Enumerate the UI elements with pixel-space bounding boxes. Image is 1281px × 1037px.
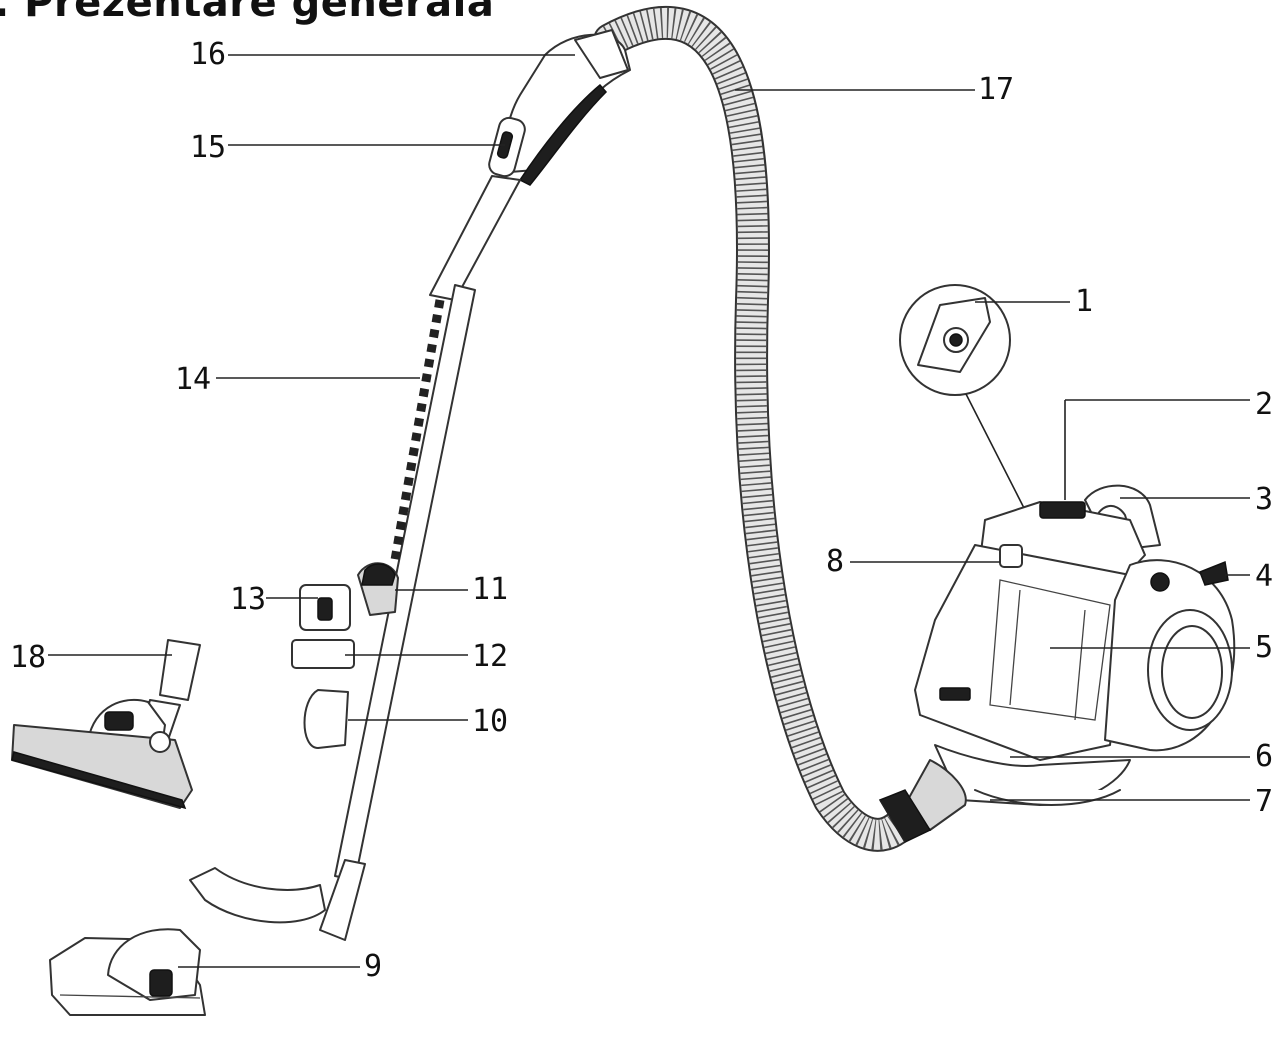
vacuum-main-body [878,284,1236,843]
callout-17: 17 [978,72,1015,107]
callout-5: 5 [1255,630,1274,665]
page-title: . Prezentare generală [0,0,495,26]
callout-13: 13 [230,582,267,617]
callout-10: 10 [472,704,509,739]
callout-18: 18 [10,640,47,675]
handle [488,29,631,186]
callout-11: 11 [472,572,509,607]
floor-nozzle [49,928,206,1016]
callout-14: 14 [175,362,212,397]
callout-2: 2 [1255,387,1274,422]
accessory-clip [291,562,399,749]
turbo-brush [11,639,201,810]
callout-1: 1 [1075,284,1094,319]
callout-8: 8 [826,544,845,579]
callout-15: 15 [190,130,227,165]
callout-16: 16 [190,37,227,72]
callout-4: 4 [1255,559,1274,594]
callout-12: 12 [472,639,509,674]
callout-3: 3 [1255,482,1274,517]
callout-7: 7 [1255,784,1274,819]
hose [593,5,922,852]
callout-6: 6 [1255,739,1274,774]
callout-lines [48,54,1250,968]
callout-9: 9 [364,949,383,984]
telescopic-tube [189,175,521,941]
